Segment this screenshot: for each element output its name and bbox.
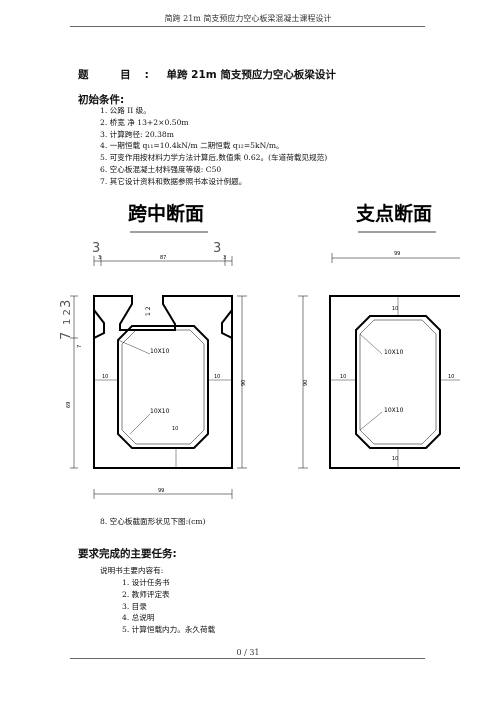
support-leader-bottom (359, 411, 383, 431)
dim-left-3: 3 (60, 300, 74, 308)
midspan-height: 90 (241, 380, 247, 386)
support-height-dimension (298, 295, 308, 469)
midspan-width-dimension (93, 489, 233, 499)
midspan-hollow-inner (121, 329, 205, 445)
initial-conditions-list: 1. 公路 II 级。 2. 桥宽 净 13+2×0.50m 3. 计算跨径: … (100, 105, 327, 188)
support-bottom-web: 10 (392, 456, 398, 462)
task-item: 5. 计算恒载内力。永久荷载 (122, 625, 216, 635)
leader-top (117, 339, 151, 355)
page-header: 简跨 21m 简支预应力空心板梁混凝土课程设计 (164, 14, 332, 23)
dim-69: 69 (66, 402, 72, 408)
midspan-hollow (117, 325, 209, 449)
midspan-side-right: 10 (214, 374, 220, 380)
midspan-chamfer-bottom: 10X10 (150, 408, 170, 415)
tasks-heading: 要求完成的主要任务: (78, 548, 177, 560)
title-value: 单跨 21m 简支预应力空心板梁设计 (166, 69, 336, 81)
header-rule (70, 26, 425, 27)
footer-rule (70, 658, 425, 659)
midspan-left-key (93, 296, 105, 339)
cross-section-drawing: 跨中断面 支点断面 3 3 3 87 3 3 7 1 2 7 69 10X10 … (60, 202, 460, 499)
support-leader-top (359, 333, 383, 355)
condition-item: 3. 计算跨径: 20.38m (100, 129, 174, 139)
task-item: 2. 教师评定表 (122, 589, 170, 599)
midspan-height-dimension (237, 295, 247, 469)
midspan-side-left: 10 (102, 374, 108, 380)
support-hollow-inner (359, 319, 437, 445)
midspan-width: 99 (158, 488, 164, 494)
task-item: 3. 目录 (122, 601, 147, 611)
task-item: 4. 总说明 (122, 613, 155, 623)
tasks-intro: 说明书主要内容有: (100, 566, 164, 575)
dim-left-7-small: 7 (77, 345, 83, 348)
midspan-outer-outline (93, 295, 233, 469)
dim-3-small-left: 3 (98, 255, 101, 261)
dim-3-large-right: 3 (213, 241, 221, 256)
leader-bottom (129, 413, 151, 435)
midspan-top-dimension (93, 256, 233, 266)
dim-3-large-left: 3 (92, 241, 100, 256)
dim-left-7: 7 (60, 332, 74, 340)
support-top-dimension (331, 253, 460, 263)
dim-3-small-right: 3 (223, 255, 226, 261)
task-item: 1. 设计任务书 (122, 578, 170, 587)
title-label: 题 目: (78, 69, 163, 81)
support-height: 90 (303, 380, 309, 386)
midspan-chamfer-12: 1 2 (145, 306, 152, 316)
support-side-right: 10 (448, 374, 454, 380)
initial-conditions-heading: 初始条件: (78, 94, 125, 106)
page-number: 0 / 31 (236, 648, 260, 657)
condition-item: 7. 其它设计资料和数据参照书本设计例题。 (100, 176, 247, 186)
condition-item: 5. 可变作用按材料力学方法计算后,数值乘 0.62。(车道荷载见规范) (100, 153, 328, 163)
midspan-right-key (221, 296, 233, 339)
support-top-web: 10 (392, 306, 398, 312)
condition-item: 6. 空心板混凝土材料强度等级: C50 (100, 164, 222, 174)
midspan-title: 跨中断面 (128, 202, 204, 225)
support-title: 支点断面 (355, 202, 432, 225)
support-chamfer-bottom: 10X10 (384, 407, 404, 414)
tasks-list: 1. 设计任务书 2. 教师评定表 3. 目录 4. 总说明 5. 计算恒载内力… (122, 577, 215, 636)
support-chamfer-top: 10X10 (384, 349, 404, 356)
condition-item: 1. 公路 II 级。 (100, 106, 151, 115)
midspan-bottom-web: 10 (172, 426, 178, 432)
support-hollow (355, 315, 441, 449)
support-side-left: 10 (340, 374, 346, 380)
support-top-width: 99 (394, 251, 400, 257)
dim-87: 87 (160, 255, 166, 261)
midspan-left-dimension (70, 295, 78, 469)
condition-item: 2. 桥宽 净 13+2×0.50m (100, 117, 189, 127)
figure-caption: 8. 空心板截面形状见下图:(cm) (100, 517, 206, 526)
dim-left-12: 1 2 (62, 309, 73, 325)
midspan-chamfer-top: 10X10 (150, 348, 170, 355)
document-title: 题 目: 单跨 21m 简支预应力空心板梁设计 (78, 67, 336, 82)
condition-item: 4. 一期恒载 q₁₁=10.4kN/m 二期恒载 q₁₂=5kN/m。 (100, 141, 284, 151)
